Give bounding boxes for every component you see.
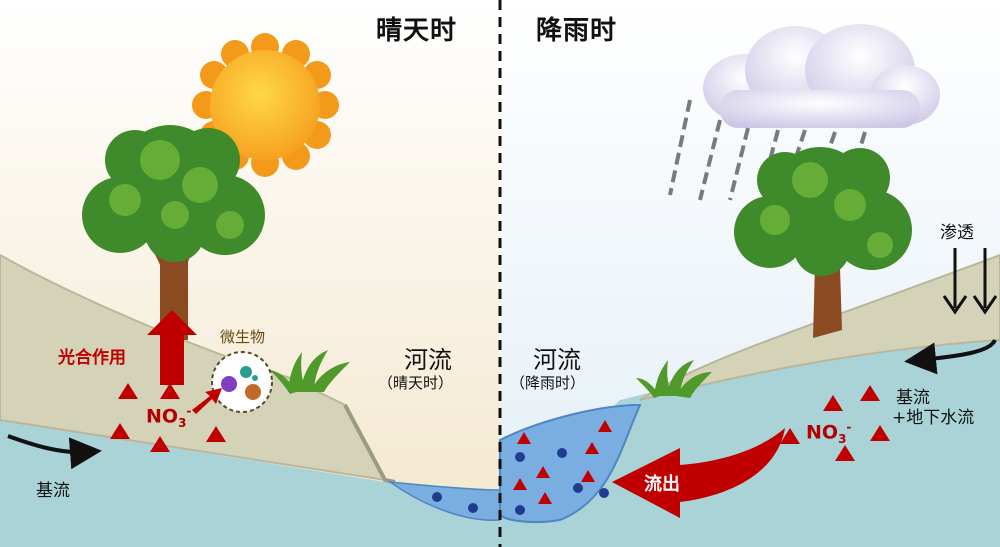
left-river-sublabel: （晴天时） bbox=[378, 374, 454, 392]
river-nitrate-dot bbox=[515, 505, 525, 515]
infiltration-arrows bbox=[942, 248, 998, 315]
nitrate-label-right: NO3- bbox=[806, 420, 852, 447]
left-groundwater bbox=[0, 420, 500, 547]
right-river bbox=[499, 403, 642, 524]
nitrate-triangles-right bbox=[780, 385, 890, 461]
sun-icon bbox=[192, 33, 339, 177]
infiltration-label: 渗透 bbox=[940, 223, 974, 243]
river-nitrate-triangle bbox=[585, 442, 599, 454]
baseflow-label-right: 基流 bbox=[896, 388, 930, 408]
left-baseflow-arrow bbox=[7, 434, 102, 470]
right-river-label: 河流 bbox=[533, 346, 581, 374]
photosynthesis-arrow bbox=[147, 310, 197, 385]
left-bank-edge bbox=[343, 404, 396, 484]
microbes-label: 微生物 bbox=[220, 328, 266, 346]
river-nitrate-dot bbox=[599, 488, 609, 498]
river-nitrate-triangle bbox=[536, 466, 550, 478]
nitrate-triangles-left bbox=[110, 383, 226, 452]
groundwater-flow-label: +地下水流 bbox=[892, 408, 975, 428]
right-baseflow-arrow bbox=[904, 338, 997, 375]
uptake-arrow bbox=[192, 388, 222, 414]
river-nitrate-dot bbox=[557, 448, 567, 458]
river-nitrate-triangle bbox=[513, 478, 527, 490]
river-nitrate-triangle bbox=[517, 432, 531, 444]
sunny-title: 晴天时 bbox=[376, 16, 458, 46]
river-nitrate-dot bbox=[515, 452, 525, 462]
river-nitrate-dot bbox=[573, 483, 583, 493]
river-nitrate-dot bbox=[432, 492, 442, 502]
river-nitrate-dot bbox=[468, 503, 478, 513]
left-river-label: 河流 bbox=[404, 346, 452, 374]
photosynthesis-label: 光合作用 bbox=[58, 348, 126, 368]
nitrate-label-left: NO3- bbox=[146, 404, 192, 431]
outflow-label: 流出 bbox=[644, 474, 680, 495]
baseflow-label-left: 基流 bbox=[36, 481, 70, 501]
grass-icon bbox=[636, 360, 712, 398]
outflow-arrow bbox=[612, 428, 785, 518]
river-nitrate-triangle bbox=[598, 420, 612, 432]
grass-icon bbox=[270, 350, 350, 394]
cloud-icon bbox=[703, 24, 940, 128]
tree-icon bbox=[734, 147, 912, 338]
tree-icon bbox=[82, 125, 265, 340]
right-river-sublabel: （降雨时） bbox=[510, 374, 586, 392]
microbe-icon bbox=[211, 351, 273, 413]
river-nitrate-triangle bbox=[581, 470, 595, 482]
river-nitrate-triangle bbox=[538, 492, 552, 504]
right-groundwater bbox=[500, 340, 1000, 547]
rainy-title: 降雨时 bbox=[536, 16, 618, 46]
